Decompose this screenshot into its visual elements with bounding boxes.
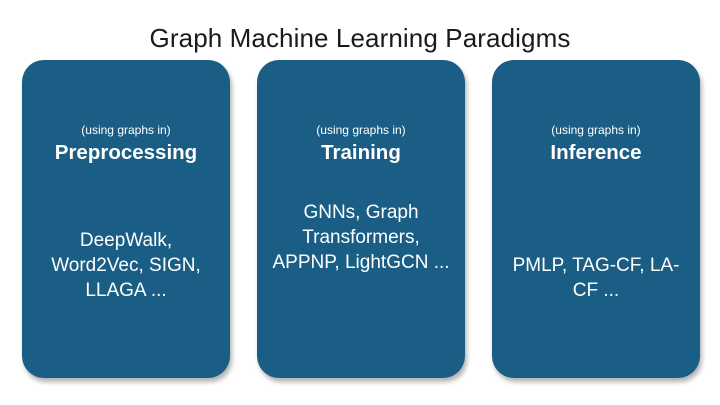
card-eyebrow-inference: (using graphs in) <box>551 123 641 137</box>
page-title: Graph Machine Learning Paradigms <box>149 23 571 53</box>
card-eyebrow-preprocessing: (using graphs in) <box>81 123 171 137</box>
card-header-training: (using graphs in) Training <box>267 123 455 166</box>
card-header-preprocessing: (using graphs in) Preprocessing <box>32 123 220 166</box>
card-eyebrow-training: (using graphs in) <box>316 123 406 137</box>
paradigm-card-training[interactable]: (using graphs in) Training GNNs, Graph T… <box>257 60 465 378</box>
card-header-inference: (using graphs in) Inference <box>502 123 690 166</box>
card-body-preprocessing: DeepWalk, Word2Vec, SIGN, LLAGA ... <box>51 230 201 301</box>
card-title-preprocessing: Preprocessing <box>54 141 198 164</box>
paradigm-card-row: (using graphs in) Preprocessing DeepWalk… <box>22 60 700 378</box>
card-title-training: Training <box>321 141 401 164</box>
card-body-inference: PMLP, TAG-CF, LA-CF ... <box>512 255 680 301</box>
card-title-inference: Inference <box>550 141 642 164</box>
paradigm-card-preprocessing[interactable]: (using graphs in) Preprocessing DeepWalk… <box>22 60 230 378</box>
paradigm-card-inference[interactable]: (using graphs in) Inference PMLP, TAG-CF… <box>492 60 700 378</box>
card-body-training: GNNs, Graph Transformers, APPNP, LightGC… <box>272 202 450 273</box>
